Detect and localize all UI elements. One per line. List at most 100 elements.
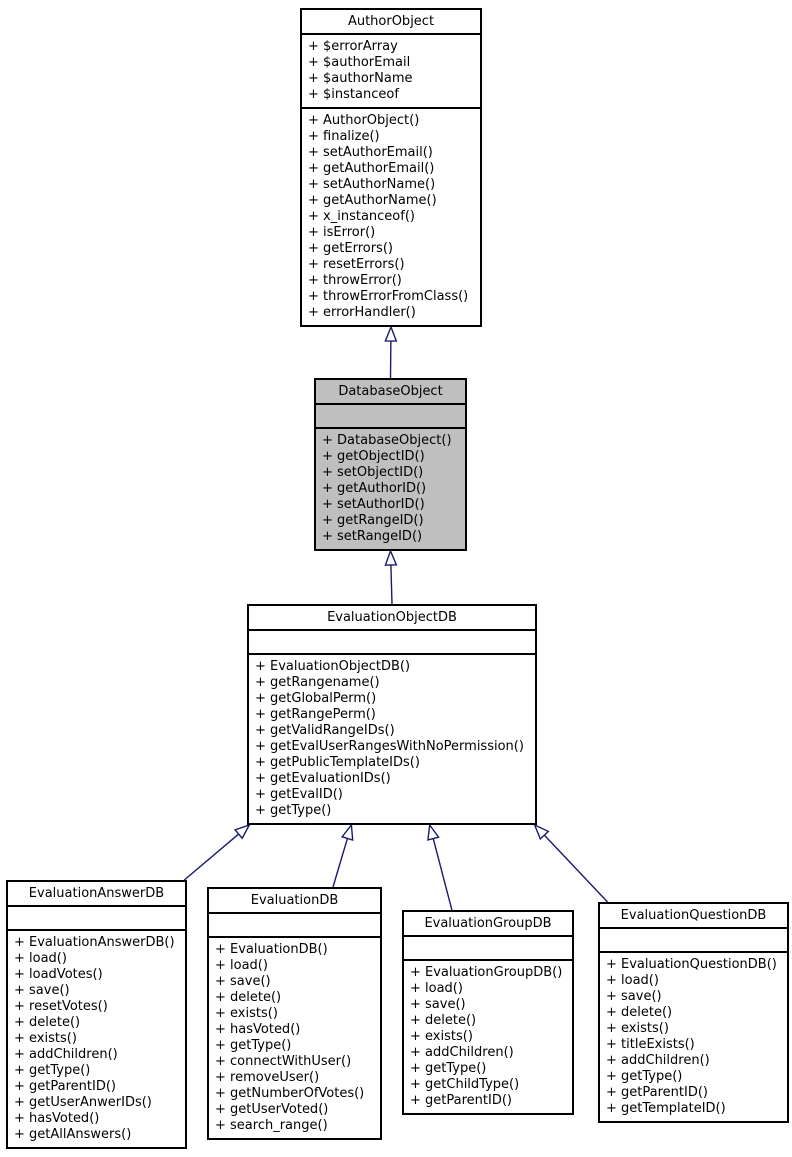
- method: + connectWithUser(): [215, 1054, 352, 1069]
- inheritance-line-evaluation-to-evalobject: [332, 838, 349, 888]
- method: + load(): [606, 973, 659, 988]
- method: + save(): [215, 974, 271, 989]
- class-name[interactable]: EvaluationQuestionDB: [620, 908, 767, 923]
- method: + hasVoted(): [215, 1022, 301, 1037]
- class-box-database[interactable]: DatabaseObject + DatabaseObject()+ getObj…: [314, 378, 467, 551]
- method: + setAuthorEmail(): [308, 145, 433, 160]
- method: + getUserAnwerIDs(): [14, 1095, 152, 1110]
- method: + exists(): [606, 1021, 669, 1036]
- method: + addChildren(): [14, 1047, 118, 1062]
- method: + setAuthorName(): [308, 177, 436, 192]
- class-box-author[interactable]: AuthorObject + $errorArray+ $authorEmail+…: [300, 8, 482, 327]
- class-name[interactable]: EvaluationAnswerDB: [28, 886, 165, 901]
- method: + hasVoted(): [14, 1111, 100, 1126]
- class-name[interactable]: DatabaseObject: [338, 384, 443, 399]
- attribute: + $errorArray: [308, 39, 398, 54]
- method: + resetErrors(): [308, 257, 405, 272]
- method: + save(): [606, 989, 662, 1004]
- method: + search_range(): [215, 1118, 328, 1133]
- class-name[interactable]: AuthorObject: [347, 14, 435, 29]
- method: + delete(): [606, 1005, 673, 1020]
- hollow-triangle-arrowhead-icon: [533, 823, 550, 841]
- hollow-triangle-arrowhead-icon: [340, 823, 354, 841]
- method: + getRangename(): [255, 675, 380, 690]
- method: + getType(): [14, 1063, 91, 1078]
- method: + getType(): [410, 1061, 487, 1076]
- methods-compartment: + EvaluationDB()+ load()+ save()+ delete…: [209, 936, 380, 1138]
- inheritance-line-group-to-evalobject: [432, 838, 453, 911]
- method: + getType(): [606, 1069, 683, 1084]
- inheritance-line-evalobject-to-database: [390, 564, 393, 605]
- method: + getParentID(): [14, 1079, 116, 1094]
- inheritance-line-question-to-evalobject: [543, 834, 609, 903]
- methods-compartment: + EvaluationObjectDB()+ getRangename()+ …: [249, 653, 535, 823]
- methods-compartment: + EvaluationQuestionDB()+ load()+ save()…: [600, 951, 787, 1121]
- method: + delete(): [14, 1015, 81, 1030]
- method: + delete(): [410, 1013, 477, 1028]
- attributes-compartment: [249, 629, 535, 653]
- method: + x_instanceof(): [308, 209, 415, 224]
- method: + getAllAnswers(): [14, 1127, 132, 1142]
- method: + getTemplateID(): [606, 1101, 726, 1116]
- method: + getPublicTemplateIDs(): [255, 755, 420, 770]
- method: + setObjectID(): [322, 465, 424, 480]
- class-box-group[interactable]: EvaluationGroupDB+ EvaluationGroupDB()+ …: [402, 910, 574, 1115]
- class-name[interactable]: EvaluationGroupDB: [424, 916, 552, 931]
- method: + EvaluationAnswerDB(): [14, 935, 175, 950]
- method: + getType(): [215, 1038, 292, 1053]
- method: + getEvalUserRangesWithNoPermission(): [255, 739, 524, 754]
- method: + removeUser(): [215, 1070, 320, 1085]
- method: + save(): [14, 983, 70, 998]
- method: + addChildren(): [606, 1053, 710, 1068]
- method: + exists(): [410, 1029, 473, 1044]
- methods-compartment: + AuthorObject()+ finalize()+ setAuthorE…: [302, 107, 480, 325]
- class-box-question[interactable]: EvaluationQuestionDB + EvaluationQuestion…: [598, 902, 789, 1123]
- method: + getRangePerm(): [255, 707, 376, 722]
- method: + getObjectID(): [322, 449, 425, 464]
- method: + resetVotes(): [14, 999, 108, 1014]
- method: + getAuthorID(): [322, 481, 427, 496]
- method: + getAuthorName(): [308, 193, 437, 208]
- method: + getChildType(): [410, 1077, 520, 1092]
- hollow-triangle-arrowhead-icon: [427, 823, 440, 841]
- method: + getGlobalPerm(): [255, 691, 377, 706]
- attributes-compartment: [316, 403, 465, 427]
- method: + AuthorObject(): [308, 113, 420, 128]
- method: + DatabaseObject(): [322, 433, 452, 448]
- attributes-compartment: [404, 935, 572, 959]
- method: + delete(): [215, 990, 282, 1005]
- method: + exists(): [215, 1006, 278, 1021]
- attributes-compartment: [8, 905, 185, 929]
- method: + getEvaluationIDs(): [255, 771, 391, 786]
- method: + load(): [14, 951, 67, 966]
- method: + setAuthorID(): [322, 497, 425, 512]
- method: + isError(): [308, 225, 376, 240]
- attributes-compartment: [600, 927, 787, 951]
- method: + getAuthorEmail(): [308, 161, 435, 176]
- method: + EvaluationGroupDB(): [410, 965, 563, 980]
- class-name[interactable]: EvaluationDB: [250, 893, 339, 908]
- method: + getUserVoted(): [215, 1102, 329, 1117]
- method: + getType(): [255, 803, 332, 818]
- attribute: + $instanceof: [308, 87, 399, 102]
- method: + setRangeID(): [322, 529, 423, 544]
- method: + getErrors(): [308, 241, 393, 256]
- attributes-compartment: + $errorArray+ $authorEmail+ $authorName…: [302, 33, 480, 107]
- method: + save(): [410, 997, 466, 1012]
- method: + getEvalID(): [255, 787, 343, 802]
- method: + exists(): [14, 1031, 77, 1046]
- method: + getNumberOfVotes(): [215, 1086, 365, 1101]
- class-name[interactable]: EvaluationObjectDB: [327, 610, 457, 625]
- method: + getValidRangeIDs(): [255, 723, 395, 738]
- methods-compartment: + EvaluationAnswerDB()+ load()+ loadVote…: [8, 929, 185, 1147]
- method: + addChildren(): [410, 1045, 514, 1060]
- class-box-answer[interactable]: EvaluationAnswerDB + EvaluationAnswerDB()…: [6, 880, 187, 1149]
- class-box-evalobject[interactable]: EvaluationObjectDB + EvaluationObjectDB()…: [247, 604, 537, 825]
- class-box-evaluation[interactable]: EvaluationDB + EvaluationDB()+ load()+ sa…: [207, 887, 382, 1140]
- method: + throwError(): [308, 273, 402, 288]
- attribute: + $authorName: [308, 71, 413, 86]
- method: + getParentID(): [606, 1085, 708, 1100]
- method: + load(): [410, 981, 463, 996]
- method: + finalize(): [308, 129, 380, 144]
- methods-compartment: + DatabaseObject()+ getObjectID()+ setOb…: [316, 427, 465, 549]
